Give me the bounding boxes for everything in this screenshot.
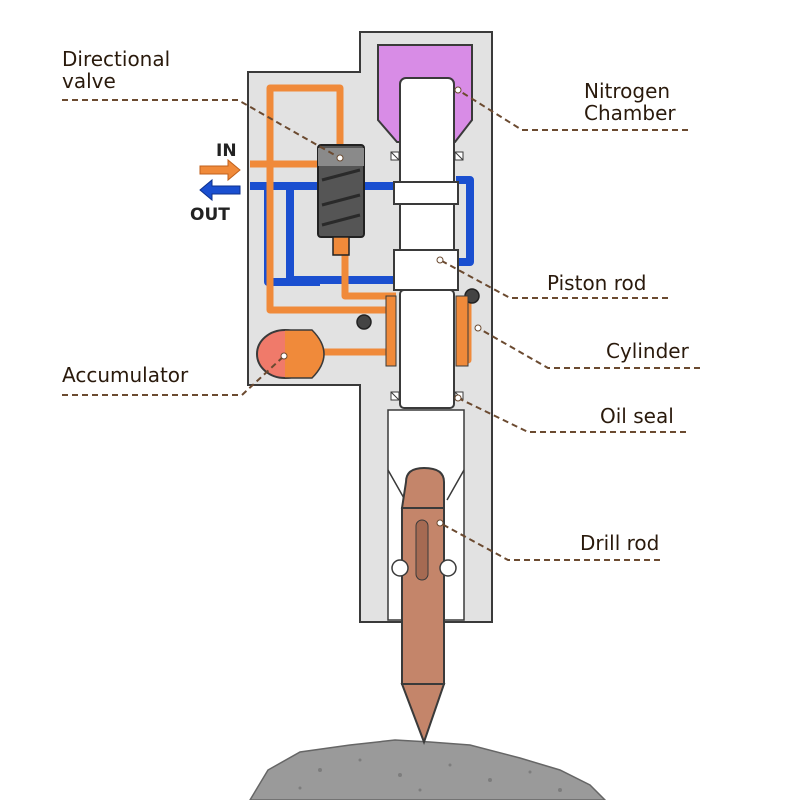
label-directional-valve-line2: valve — [62, 69, 116, 93]
leader-dots — [280, 86, 482, 527]
label-accumulator: Accumulator — [62, 363, 189, 387]
drill-rod — [391, 466, 457, 745]
label-piston-rod: Piston rod — [547, 271, 646, 295]
cylinder-ports — [385, 295, 469, 367]
rock — [249, 739, 607, 800]
leader-lines — [62, 89, 700, 561]
front-head-taper — [387, 469, 465, 501]
in-arrow-icon — [199, 158, 241, 182]
label-cylinder: Cylinder — [606, 339, 690, 363]
label-drill-rod: Drill rod — [580, 531, 659, 555]
rock-texture — [298, 758, 562, 792]
label-nitrogen-chamber-line2: Chamber — [584, 101, 676, 125]
out-arrow-icon — [199, 178, 241, 202]
check-ball — [356, 314, 372, 330]
out-label: OUT — [190, 205, 230, 225]
in-label: IN — [216, 141, 237, 161]
label-oil-seal: Oil seal — [600, 404, 674, 428]
label-directional-valve-line1: Directional — [62, 47, 170, 71]
piston-rod — [393, 77, 459, 409]
label-nitrogen-chamber-line1: Nitrogen — [584, 79, 670, 103]
